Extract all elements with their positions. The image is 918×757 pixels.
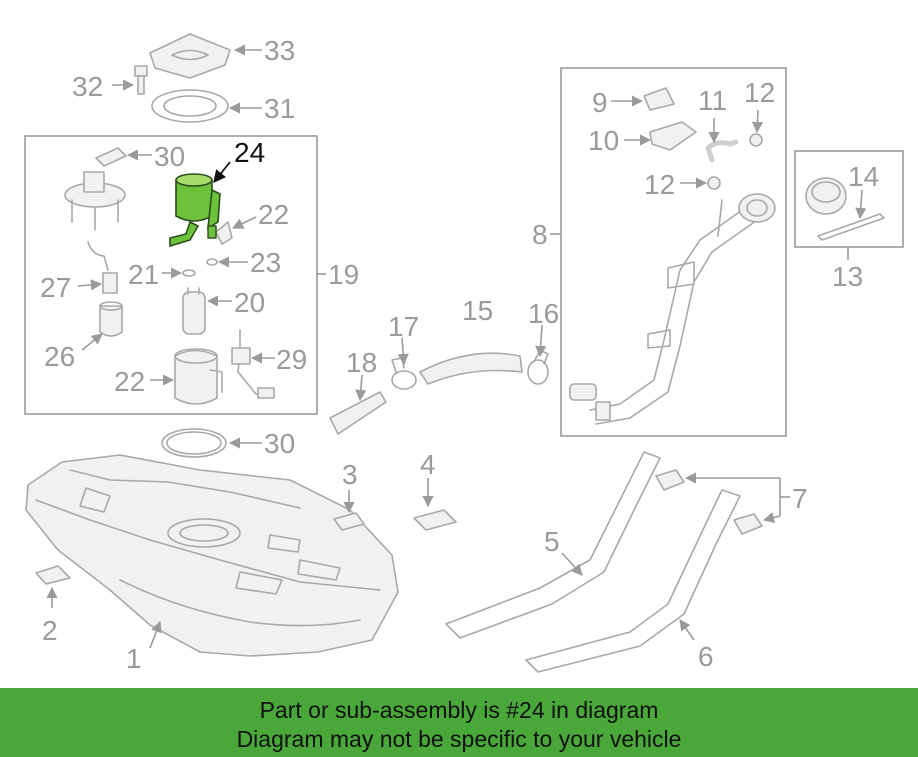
part-3-pad[interactable] bbox=[333, 512, 365, 531]
filler-cap-box bbox=[794, 150, 904, 248]
callout-21: 21 bbox=[128, 259, 159, 290]
callout-32: 32 bbox=[72, 71, 103, 102]
part-25-o-ring[interactable] bbox=[206, 258, 218, 266]
part-26-filter[interactable] bbox=[99, 301, 123, 337]
part-20-pump-motor[interactable] bbox=[182, 287, 206, 335]
pump-flange[interactable] bbox=[64, 171, 126, 231]
part-4-pad[interactable] bbox=[413, 509, 457, 531]
part-31-lock-ring[interactable] bbox=[151, 89, 229, 123]
part-11-vent-hose[interactable] bbox=[705, 139, 739, 163]
part-8-filler-neck[interactable] bbox=[569, 193, 776, 425]
part-12-grommet-upper[interactable] bbox=[749, 133, 763, 147]
part-32-bolt[interactable] bbox=[134, 65, 148, 95]
part-16-clamp[interactable] bbox=[527, 349, 549, 385]
part-18-protector[interactable] bbox=[329, 391, 387, 435]
callout-14: 14 bbox=[848, 161, 879, 192]
callout-5: 5 bbox=[544, 526, 560, 557]
part-21-o-ring[interactable] bbox=[182, 269, 196, 277]
part-7-nuts[interactable] bbox=[655, 469, 763, 535]
part-23-regulator[interactable] bbox=[215, 221, 233, 245]
info-banner: Part or sub-assembly is #24 in diagram D… bbox=[0, 688, 918, 757]
callout-17: 17 bbox=[388, 311, 419, 342]
callout-4: 4 bbox=[420, 449, 436, 480]
callout-6: 6 bbox=[698, 641, 714, 672]
part-27-fitting[interactable] bbox=[102, 272, 118, 294]
leader-lines bbox=[46, 44, 867, 649]
callout-1: 1 bbox=[126, 643, 142, 674]
callout-2: 2 bbox=[42, 615, 58, 646]
callout-11: 11 bbox=[698, 85, 727, 116]
part-29-fuel-sender[interactable] bbox=[231, 329, 275, 399]
callout-19: 19 bbox=[328, 259, 359, 290]
part-33-cover-plate[interactable] bbox=[149, 33, 231, 79]
part-1-fuel-tank[interactable] bbox=[25, 454, 399, 657]
callout-16: 16 bbox=[528, 298, 559, 329]
part-12-grommet-lower[interactable] bbox=[707, 176, 721, 190]
part-14-filler-cap[interactable] bbox=[805, 177, 885, 241]
parts-diagram: 33 32 31 30 24 22 23 21 27 20 19 26 22 2… bbox=[24, 33, 904, 674]
fuel-pump-assembly-box bbox=[24, 135, 318, 415]
part-28-clip[interactable] bbox=[95, 147, 127, 167]
callout-10: 10 bbox=[588, 125, 619, 156]
part-6-tank-strap[interactable] bbox=[525, 489, 741, 673]
part-15-hose[interactable] bbox=[419, 352, 523, 385]
part-9-bracket[interactable] bbox=[643, 87, 675, 111]
callout-29: 29 bbox=[276, 344, 307, 375]
callout-20: 20 bbox=[234, 287, 265, 318]
callout-labels: 33 32 31 30 24 22 23 21 27 20 19 26 22 2… bbox=[40, 35, 879, 674]
callout-28: 30 bbox=[154, 141, 185, 172]
callout-23: 22 bbox=[258, 199, 289, 230]
callout-30: 30 bbox=[264, 428, 295, 459]
banner-line-1: Part or sub-assembly is #24 in diagram bbox=[259, 697, 659, 723]
callout-12-lower: 12 bbox=[644, 169, 675, 200]
callout-9: 9 bbox=[592, 87, 608, 118]
callout-15: 15 bbox=[462, 295, 493, 326]
pump-hose bbox=[87, 241, 109, 271]
part-30-tank-seal[interactable] bbox=[161, 428, 227, 458]
filler-neck-assembly-box bbox=[560, 67, 787, 437]
part-10-bracket[interactable] bbox=[649, 121, 697, 151]
callout-13: 13 bbox=[832, 261, 863, 292]
callout-8: 8 bbox=[532, 219, 548, 250]
part-2-pad[interactable] bbox=[35, 565, 71, 585]
callout-12-upper: 12 bbox=[744, 77, 775, 108]
callout-25: 23 bbox=[250, 247, 281, 278]
callout-7: 7 bbox=[792, 483, 808, 514]
callout-26: 26 bbox=[44, 341, 75, 372]
callout-18: 18 bbox=[346, 347, 377, 378]
callout-33: 33 bbox=[264, 35, 295, 66]
callout-31: 31 bbox=[264, 93, 295, 124]
callout-22: 22 bbox=[114, 366, 145, 397]
callout-27: 27 bbox=[40, 272, 71, 303]
part-22-reservoir[interactable] bbox=[174, 348, 223, 405]
callout-3: 3 bbox=[342, 459, 358, 490]
callout-24: 24 bbox=[234, 137, 265, 168]
part-24-highlighted[interactable] bbox=[169, 173, 221, 248]
banner-line-2: Diagram may not be specific to your vehi… bbox=[236, 726, 682, 752]
